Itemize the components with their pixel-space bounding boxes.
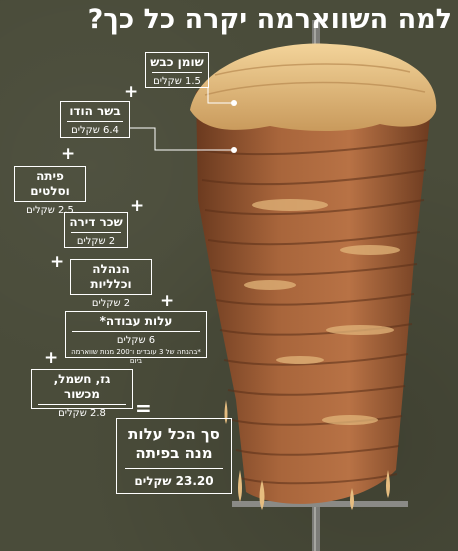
plus-sign: + xyxy=(50,252,65,272)
cost-item-name: גז, חשמל, מכשור xyxy=(53,372,111,401)
leader-lines xyxy=(130,88,232,151)
equals-sign: = xyxy=(135,396,152,420)
cost-item-name: בשר הודו xyxy=(69,104,121,118)
total-label-line1: סך הכל עלות xyxy=(128,425,220,443)
cost-item-price: 2.5 שקלים xyxy=(26,205,74,216)
leader-dot-turkey xyxy=(231,147,237,153)
cost-item-rent: שכר דירה 2 שקלים xyxy=(64,212,128,248)
cost-item-name: פיתה וסלטים xyxy=(30,169,70,198)
cost-item-footnote: *בהנחה של 3 עובדים ו־200 מנות שווארמה בי… xyxy=(71,348,201,365)
cost-item-price: 6 שקלים xyxy=(116,335,156,346)
base-plate xyxy=(232,501,408,507)
page-title: למה השווארמה יקרה כל כך? xyxy=(87,4,452,35)
cost-item-price: 2 שקלים xyxy=(76,236,116,247)
cost-item-price: 6.4 שקלים xyxy=(71,125,119,136)
plus-sign: + xyxy=(44,348,59,368)
cost-item-name: עלות עבודה* xyxy=(99,314,173,328)
cost-item-labor: עלות עבודה* 6 שקלים *בהנחה של 3 עובדים ו… xyxy=(65,311,207,365)
cost-item-name: שכר דירה xyxy=(69,215,123,229)
cost-item-turkey-meat: בשר הודו 6.4 שקלים xyxy=(60,101,130,138)
cost-item-name: הנהלה וכלליות xyxy=(90,262,132,291)
cost-item-name: שומן כבש xyxy=(150,55,204,69)
divider xyxy=(125,468,223,469)
divider xyxy=(21,201,79,202)
meat-layers xyxy=(199,139,429,485)
cost-item-management: הנהלה וכלליות 2 שקלים xyxy=(70,259,152,309)
total-price: 23.20 שקלים xyxy=(134,474,214,488)
cost-item-price: 1.5 שקלים xyxy=(153,76,201,87)
cost-item-pita-salads: פיתה וסלטים 2.5 שקלים xyxy=(14,166,86,216)
divider xyxy=(72,331,200,332)
cost-item-price: 2 שקלים xyxy=(91,298,131,309)
fat-cap xyxy=(190,43,437,131)
divider xyxy=(71,232,121,233)
divider xyxy=(38,404,126,405)
divider xyxy=(67,121,123,122)
plus-sign: + xyxy=(130,196,145,216)
divider xyxy=(77,294,145,295)
total-label-line2: מנה בפיתה xyxy=(135,444,213,462)
divider xyxy=(152,72,202,73)
fat-streaks xyxy=(244,199,400,425)
plus-sign: + xyxy=(160,291,175,311)
plus-sign: + xyxy=(124,82,139,102)
cost-item-lamb-fat: שומן כבש 1.5 שקלים xyxy=(145,52,209,88)
plus-sign: + xyxy=(61,144,76,164)
cost-item-utilities: גז, חשמל, מכשור 2.8 שקלים xyxy=(31,369,133,419)
leader-dot-lamb-fat xyxy=(231,100,237,106)
cost-item-price: 2.8 שקלים xyxy=(58,408,106,419)
total-cost-box: סך הכל עלות מנה בפיתה 23.20 שקלים xyxy=(116,418,232,494)
